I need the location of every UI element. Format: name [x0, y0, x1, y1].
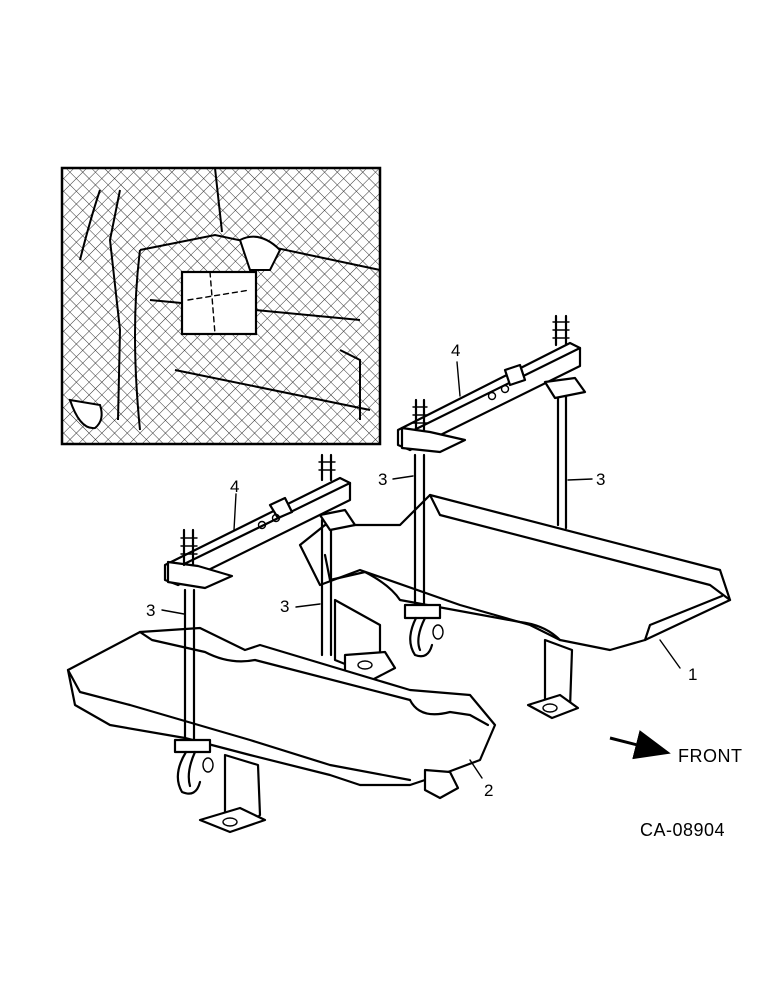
tray-1-legs [333, 598, 580, 720]
inset-detail-box [180, 270, 258, 336]
callout-4a: 4 [451, 341, 460, 360]
tray-2-legs [198, 753, 460, 834]
battery-tray-2 [66, 626, 497, 787]
callout-3a: 3 [378, 470, 387, 489]
leader-3b [567, 478, 593, 481]
front-label: FRONT [678, 746, 743, 766]
callout-3d: 3 [280, 597, 289, 616]
callout-3c: 3 [146, 601, 155, 620]
front-arrow-icon [609, 730, 671, 760]
leader-3a [392, 475, 414, 480]
battery-tray-1 [298, 493, 732, 652]
location-inset [60, 166, 382, 446]
clamp-bar-4-left [163, 476, 357, 590]
leader-3c [161, 609, 185, 615]
inset-tractor-sketch [68, 167, 381, 431]
rod-3-rear-right [552, 314, 570, 530]
callout-2: 2 [484, 781, 493, 800]
tray-1-assembly [298, 314, 732, 720]
leader-2 [469, 759, 483, 779]
rod-3-rear-left [318, 453, 336, 657]
leader-4a [456, 361, 461, 397]
rod-3-front-left [173, 588, 214, 795]
drawing-number: CA-08904 [640, 820, 725, 840]
callout-leaders [161, 361, 681, 779]
tray-2-assembly [66, 453, 497, 834]
clamp-bar-4-right [396, 341, 587, 454]
leader-4b [233, 493, 237, 531]
callout-3b: 3 [596, 470, 605, 489]
callout-1: 1 [688, 665, 697, 684]
inset-hidden-lines [187, 271, 251, 335]
rod-3-front-right [403, 453, 444, 658]
front-indicator: FRONT [609, 730, 743, 766]
callout-4b: 4 [230, 477, 239, 496]
leader-3d [295, 603, 321, 608]
leader-1 [659, 639, 681, 669]
